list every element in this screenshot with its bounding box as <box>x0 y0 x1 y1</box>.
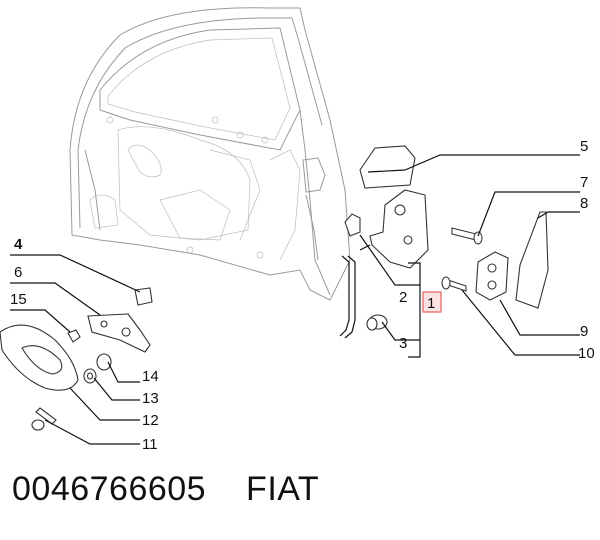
callout-9: 9 <box>580 323 588 340</box>
part-2-clip <box>344 213 361 237</box>
part-14-sleeve <box>96 353 112 371</box>
part-12-inner-handle <box>0 324 79 391</box>
part-10-bolt <box>441 276 467 292</box>
callout-7: 7 <box>580 174 588 191</box>
callout-1: 1 <box>427 295 435 312</box>
callout-2: 2 <box>399 289 407 306</box>
part-number: 0046766605 <box>12 470 207 508</box>
callout-8: 8 <box>580 195 588 212</box>
highlight-box <box>422 291 442 313</box>
callout-13: 13 <box>142 390 159 407</box>
part-7-bolt <box>451 227 483 245</box>
part-1-door-lock <box>359 189 429 269</box>
callout-5: 5 <box>580 138 588 155</box>
callout-10: 10 <box>578 345 595 362</box>
part-11-screw <box>31 407 57 431</box>
linkage-rods <box>339 255 356 339</box>
brand-name: FIAT <box>246 470 320 508</box>
part-6-bracket <box>87 313 151 353</box>
callout-6: 6 <box>14 264 22 281</box>
callout-labels: 1 2 3 4 5 6 7 8 9 10 11 12 13 14 15 <box>10 138 595 453</box>
callout-14: 14 <box>142 368 159 385</box>
part-13-washer <box>83 368 97 384</box>
callout-12: 12 <box>142 412 159 429</box>
door-frame-drawing <box>69 7 351 301</box>
leader-lines <box>10 154 580 445</box>
part-3-bushing <box>366 314 388 331</box>
part-caption: 0046766605 FIAT <box>12 470 319 509</box>
callout-15: 15 <box>10 291 27 308</box>
callout-11: 11 <box>142 436 158 453</box>
part-8-shim <box>515 211 549 309</box>
part-15-nut <box>67 329 81 343</box>
part-9-striker-plate <box>475 251 509 301</box>
part-5-lock-cover <box>359 145 416 189</box>
callout-4: 4 <box>14 236 23 253</box>
callout-3: 3 <box>399 335 407 352</box>
